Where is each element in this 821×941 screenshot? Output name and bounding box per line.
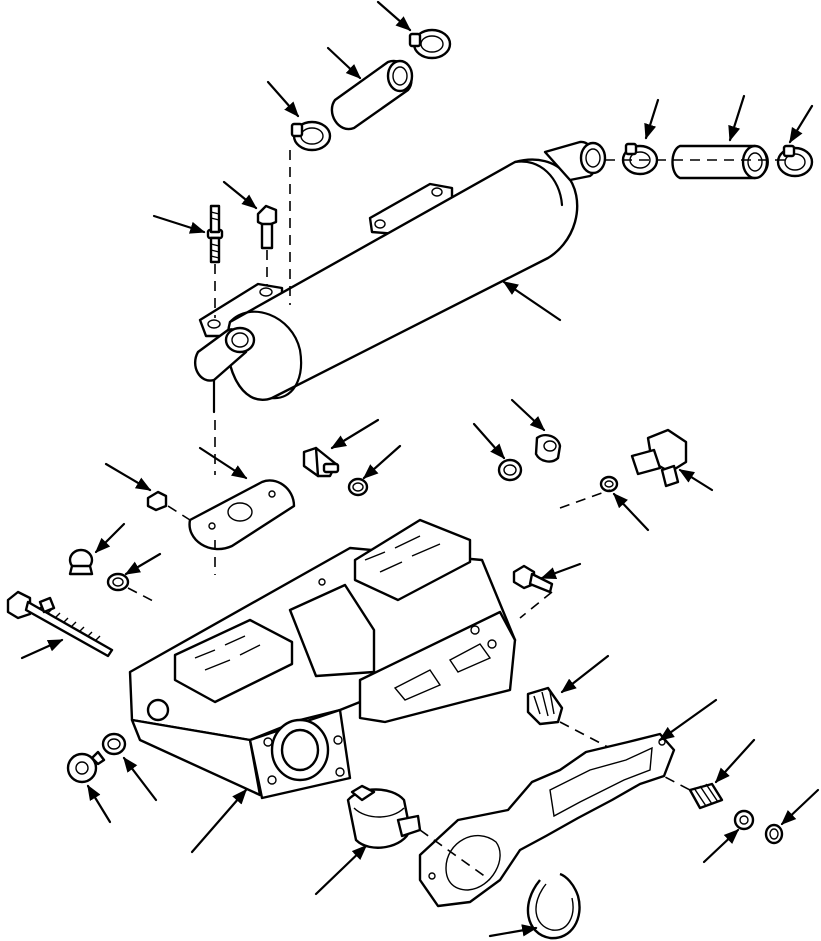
arrow-filter-element xyxy=(560,654,610,694)
hose-clamp-top xyxy=(408,28,452,60)
hose-clamp-right-b xyxy=(776,144,814,178)
plug-center xyxy=(534,434,562,463)
arrow-o-ring-right xyxy=(612,492,650,532)
arrow-set-screw xyxy=(104,462,152,492)
arrow-spring xyxy=(714,738,756,784)
arrow-adjusting-bolt xyxy=(20,638,64,660)
hose-clamp-left xyxy=(290,120,332,152)
thermostat-valve xyxy=(346,784,422,849)
arrow-o-ring-center-b xyxy=(472,422,506,460)
cooler-cylinder xyxy=(193,140,607,414)
gasket-plate xyxy=(188,479,296,551)
o-ring-right xyxy=(599,475,619,493)
arrow-hose-clamp-top xyxy=(376,0,412,32)
elbow-centerline xyxy=(559,489,611,509)
hose-upper xyxy=(330,59,414,131)
hose-right xyxy=(671,144,769,180)
arrow-hose-upper xyxy=(326,46,362,80)
arrow-washer xyxy=(702,828,740,864)
setscrew-centerline xyxy=(167,505,191,521)
arrow-plug-left xyxy=(94,522,126,554)
arrow-snap-ring-small xyxy=(780,788,820,826)
arrow-cap-screw xyxy=(222,180,258,210)
washer xyxy=(733,809,755,831)
adjusting-bolt xyxy=(6,590,114,658)
arrow-snap-ring-large xyxy=(488,924,538,938)
snap-ring-small xyxy=(764,823,784,845)
plug-bottom xyxy=(66,750,106,784)
arrow-hose-right xyxy=(728,94,746,142)
plug-left xyxy=(68,548,94,576)
hose-clamp-right-a xyxy=(621,142,659,176)
o-ring-center xyxy=(347,477,369,497)
arrow-o-ring-center xyxy=(362,444,402,480)
arrow-bolt-right xyxy=(540,562,582,580)
arrow-hose-clamp-left xyxy=(266,80,300,118)
thermostat-centerline xyxy=(419,829,491,881)
spring xyxy=(688,782,724,810)
callout-arrows xyxy=(20,0,820,938)
arrow-elbow-fitting xyxy=(678,468,714,492)
valve-housing xyxy=(128,518,517,800)
arrow-thermostat-valve xyxy=(314,844,368,896)
o-ring-center-b xyxy=(497,458,523,482)
housing-gasket xyxy=(418,732,676,908)
fitting-center xyxy=(302,446,340,478)
o-ring-left xyxy=(106,572,130,592)
bolt-right-centerline xyxy=(519,591,553,619)
arrow-gasket-plate xyxy=(198,446,248,480)
cap-screw xyxy=(256,204,278,250)
arrow-o-ring-bottom xyxy=(122,756,158,802)
filter-element xyxy=(526,686,564,726)
stud-bolt xyxy=(206,204,224,264)
o-ring-bottom xyxy=(101,732,127,756)
snap-ring-large xyxy=(526,872,581,940)
arrow-plug-bottom xyxy=(86,784,112,824)
arrow-o-ring-left xyxy=(124,552,162,576)
plug-left-centerline xyxy=(127,587,156,603)
arrow-cooler xyxy=(502,280,562,322)
arrow-stud-bolt xyxy=(152,214,206,234)
set-screw xyxy=(146,490,168,512)
bolt-right xyxy=(512,564,554,594)
arrow-plug-center xyxy=(510,398,546,432)
arrow-valve-housing xyxy=(190,788,248,854)
elbow-fitting xyxy=(630,428,688,488)
arrow-hose-clamp-right-a xyxy=(644,98,660,140)
arrow-hose-clamp-right-b xyxy=(788,104,814,144)
arrow-fitting-center xyxy=(330,418,380,450)
arrow-housing-gasket xyxy=(658,698,718,742)
